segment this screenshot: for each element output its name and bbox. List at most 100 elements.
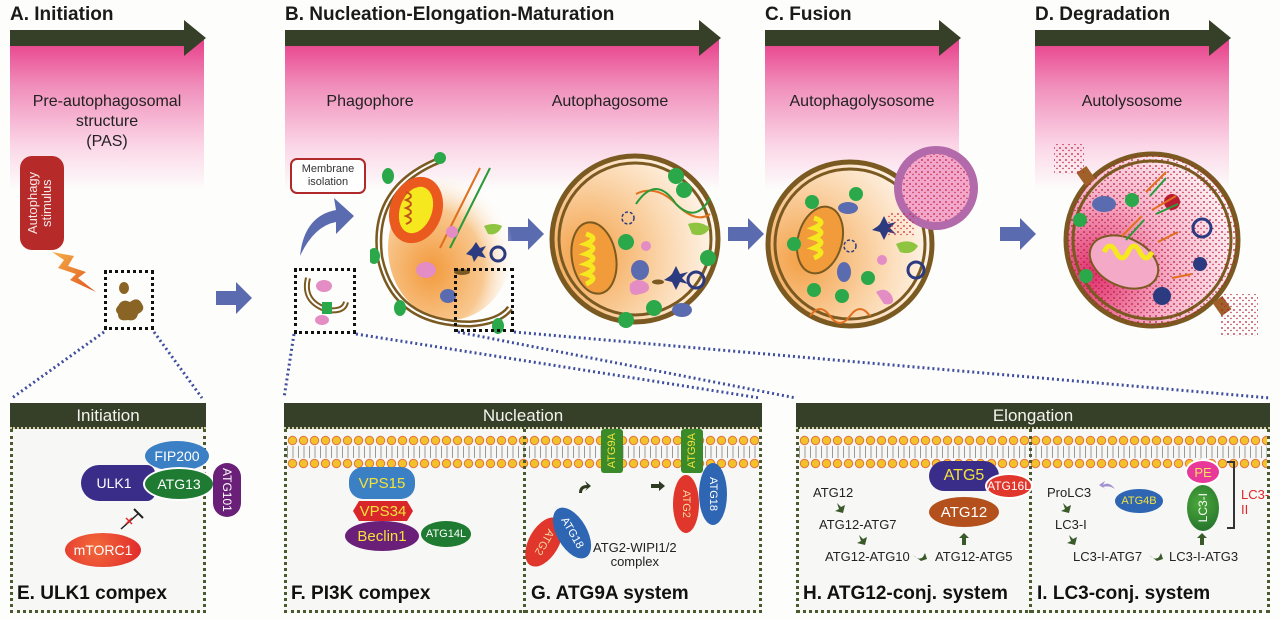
autophagosome-label: Autophagosome	[551, 93, 669, 110]
phagophore-illustration	[370, 152, 513, 334]
lc3-step-1: ProLC3	[1047, 485, 1092, 500]
connector-initiation-left	[11, 330, 105, 400]
step-arrow-icon	[1197, 533, 1207, 545]
stage-c-title: C. Fusion	[765, 4, 852, 25]
atg9a-system-caption: G. ATG9A system	[531, 583, 689, 604]
lc3-step-2: LC3-I	[1055, 517, 1087, 532]
stage-d-title: D. Degradation	[1035, 4, 1171, 25]
nucleation-divider	[523, 429, 526, 613]
inhibition-blocked-icon	[120, 508, 144, 530]
elongation-panel: Elongation ATG12 ATG12-ATG7 ATG12-ATG10 …	[796, 403, 1270, 613]
atg12-protein: ATG12	[929, 497, 999, 527]
elongation-divider	[1029, 429, 1032, 613]
autophagy-stimulus-label: Autophagy stimulus	[25, 171, 54, 235]
stage-d-arrow	[1035, 20, 1231, 56]
lc3-step-4: LC3-I-ATG3	[1169, 549, 1239, 564]
lc3-i-protein: LC3-I	[1187, 485, 1219, 531]
initiation-panel: Initiation FIP200 ULK1 ATG13 ATG101 mTOR…	[10, 403, 241, 613]
pe-lipid: PE	[1185, 459, 1221, 485]
stage-b-arrow	[285, 20, 721, 56]
connector-initiation-right	[152, 331, 204, 399]
initiation-panel-header: Initiation	[10, 403, 206, 429]
ulk1-protein: ULK1	[81, 465, 155, 501]
atg18-label-1: ATG18	[558, 515, 586, 551]
cleavage-arrow-icon	[1099, 481, 1115, 489]
atg12-step-4: ATG12-ATG5	[935, 549, 1013, 564]
phagophore-label: Phagophore	[326, 93, 414, 110]
autophagolysosome-illustration	[765, 146, 978, 329]
elongation-panel-header: Elongation	[796, 403, 1270, 429]
atg4b-protein: ATG4B	[1115, 489, 1163, 513]
atg16l-protein: ATG16L	[985, 473, 1033, 499]
complex-label-line2: complex	[610, 554, 659, 569]
beclin1-protein: Beclin1	[345, 521, 419, 551]
connector-elongation-left	[457, 330, 797, 400]
phagophore-zoom-box-right	[454, 268, 514, 332]
stage-a-arrow	[10, 20, 206, 56]
pas-label: Pre-autophagosomal structure (PAS)	[10, 92, 204, 152]
stage-c-arrow	[765, 20, 961, 56]
membrane-isolation-callout: Membrane isolation	[290, 158, 366, 194]
isolation-membrane-icon	[304, 277, 349, 325]
atg2-wipi-complex-label: ATG2-WIPI1/2 complex	[593, 541, 677, 569]
lightning-bolt-icon	[52, 252, 96, 292]
step-arrow-icon	[835, 503, 845, 513]
connector-nucleation-right	[355, 332, 761, 400]
lc3-step-3: LC3-I-ATG7	[1073, 549, 1143, 564]
mtorc1-protein: mTORC1	[65, 533, 141, 567]
atg2-label-1: ATG2	[531, 526, 557, 558]
step-arrow-icon	[579, 481, 591, 493]
atg14l-protein: ATG14L	[421, 521, 471, 547]
lc3-ii-bracket	[1227, 461, 1235, 529]
atg12-step-3: ATG12-ATG10	[825, 549, 910, 564]
ulk1-complex-caption: E. ULK1 compex	[17, 583, 167, 604]
atg18-label-2: ATG18	[707, 476, 719, 512]
atg12-step-1: ATG12	[813, 485, 854, 500]
pas-label-line3: (PAS)	[86, 133, 128, 150]
pi3k-complex-caption: F. PI3K compex	[291, 583, 431, 604]
atg101-label: ATG101	[220, 468, 234, 512]
atg12-step-2: ATG12-ATG7	[819, 517, 897, 532]
complex-label-line1: ATG2-WIPI1/2	[593, 540, 677, 555]
nucleation-panel: Nucleation VPS15 VPS34 Beclin1 ATG14L F.…	[284, 403, 762, 613]
step-arrow-icon	[1149, 553, 1163, 561]
lc3-conj-system-caption: I. LC3-conj. system	[1037, 583, 1211, 604]
step-arrow-icon	[1067, 535, 1077, 545]
atg12-conj-system-caption: H. ATG12-conj. system	[803, 583, 1008, 604]
flow-arrow-c-d	[1000, 218, 1036, 250]
zoom-connector-lines	[11, 330, 1271, 400]
phagophore-zoom-box-left	[294, 268, 356, 334]
elongation-panel-body: ATG12 ATG12-ATG7 ATG12-ATG10 ATG12-ATG5 …	[796, 429, 1270, 613]
step-arrow-icon	[1061, 503, 1071, 513]
flow-arrow-phagophore-autophagosome	[508, 218, 544, 250]
connector-nucleation-left	[282, 333, 296, 399]
fip200-protein: FIP200	[145, 441, 209, 471]
vps34-protein: VPS34	[353, 501, 413, 521]
atg9a-protein-1: ATG9A	[601, 429, 623, 473]
pas-zoom-box	[104, 270, 154, 330]
atg13-protein: ATG13	[143, 467, 215, 501]
lc3-i-label: LC3-I	[1196, 493, 1210, 523]
membrane-isolation-line2: isolation	[307, 176, 349, 188]
autophagolysosome-label: Autophagolysosome	[789, 93, 935, 110]
atg18-protein-2: ATG18	[699, 463, 727, 525]
step-arrow-icon	[651, 481, 665, 491]
pas-label-line1: Pre-autophagosomal	[32, 93, 182, 110]
curved-arrow-icon	[300, 198, 354, 256]
autolysosome-illustration	[1054, 144, 1258, 336]
atg9a-protein-2: ATG9A	[681, 429, 703, 473]
atg9a-label-1: ATG9A	[606, 433, 618, 469]
atg9a-label-2: ATG9A	[686, 433, 698, 469]
pas-label-line2: structure	[75, 113, 139, 130]
pas-aggregate-icon	[116, 282, 144, 321]
connector-elongation-right	[513, 330, 1271, 400]
flow-arrow-b-c	[728, 218, 764, 250]
nucleation-panel-body: VPS15 VPS34 Beclin1 ATG14L F. PI3K compe…	[284, 429, 762, 613]
membrane-isolation-line1: Membrane	[301, 163, 355, 175]
step-arrow-icon	[959, 533, 969, 545]
atg101-protein: ATG101	[213, 463, 241, 517]
autolysosome-label: Autolysosome	[1081, 93, 1183, 110]
autophagy-stimulus-badge: Autophagy stimulus	[20, 156, 64, 250]
atg2-protein-2: ATG2	[673, 475, 699, 533]
stage-b-title: B. Nucleation-Elongation-Maturation	[285, 4, 615, 25]
